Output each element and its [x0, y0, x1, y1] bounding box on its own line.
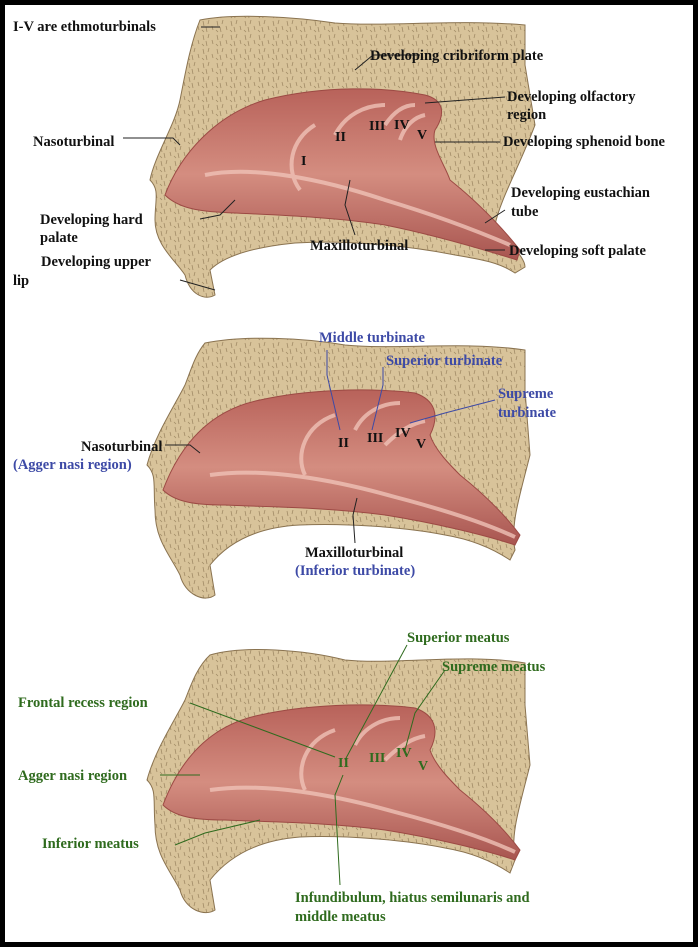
panel-2: II III IV V Middle turbinate Superior tu…: [13, 330, 557, 598]
label-supreme-turbinate: Supreme: [498, 386, 554, 402]
numeral-V: V: [418, 759, 428, 774]
label-hard-palate: Developing hard: [40, 212, 143, 228]
numeral-II: II: [335, 130, 346, 145]
numeral-IV: IV: [395, 426, 411, 441]
label-middle-turbinate: Middle turbinate: [319, 330, 425, 346]
label-inferior-meatus: Inferior meatus: [42, 836, 139, 852]
label-olfactory-region-2: region: [507, 107, 546, 123]
label-soft-palate: Developing soft palate: [509, 243, 647, 259]
numeral-II: II: [338, 436, 349, 451]
label-supreme-turbinate-2: turbinate: [498, 405, 557, 421]
label-infundibulum: Infundibulum, hiatus semilunaris and: [295, 890, 530, 906]
label-frontal-recess: Frontal recess region: [18, 695, 148, 711]
numeral-V: V: [417, 128, 427, 143]
label-cribriform-plate: Developing cribriform plate: [370, 48, 544, 64]
label-superior-turbinate: Superior turbinate: [386, 353, 503, 369]
numeral-IV: IV: [396, 746, 412, 761]
label-infundibulum-2: middle meatus: [295, 909, 386, 925]
numeral-II: II: [338, 756, 349, 771]
numeral-IV: IV: [394, 118, 410, 133]
label-olfactory-region: Developing olfactory: [507, 89, 636, 105]
numeral-III: III: [367, 431, 383, 446]
label-agger-nasi: Agger nasi region: [18, 768, 127, 784]
label-eustachian-tube: Developing eustachian: [511, 185, 650, 201]
label-sphenoid-bone: Developing sphenoid bone: [503, 134, 666, 150]
numeral-III: III: [369, 119, 385, 134]
panel-1: I II III IV V I-V are ethmoturbinals Dev…: [13, 16, 666, 297]
label-supreme-meatus: Supreme meatus: [442, 659, 546, 675]
label-upper-lip: Developing upper: [41, 254, 152, 270]
label-upper-lip-2: lip: [13, 273, 29, 289]
label-eustachian-tube-2: tube: [511, 204, 539, 220]
label-maxilloturbinal: Maxilloturbinal: [305, 545, 403, 561]
label-maxilloturbinal: Maxilloturbinal: [310, 238, 408, 254]
anatomy-figure: I II III IV V I-V are ethmoturbinals Dev…: [5, 5, 693, 942]
label-superior-meatus: Superior meatus: [407, 630, 510, 646]
numeral-I: I: [301, 154, 306, 169]
label-hard-palate-2: palate: [40, 230, 78, 246]
label-nasoturbinal: Nasoturbinal: [81, 439, 162, 455]
label-inferior-turbinate: (Inferior turbinate): [295, 563, 415, 579]
numeral-III: III: [369, 751, 385, 766]
panel-3: II III IV V Superior meatus Supreme meat…: [18, 630, 546, 925]
figure-frame: I II III IV V I-V are ethmoturbinals Dev…: [5, 5, 693, 942]
label-nasoturbinal: Nasoturbinal: [33, 134, 114, 150]
numeral-V: V: [416, 437, 426, 452]
header-label: I-V are ethmoturbinals: [13, 19, 156, 35]
label-agger-nasi: (Agger nasi region): [13, 457, 132, 473]
